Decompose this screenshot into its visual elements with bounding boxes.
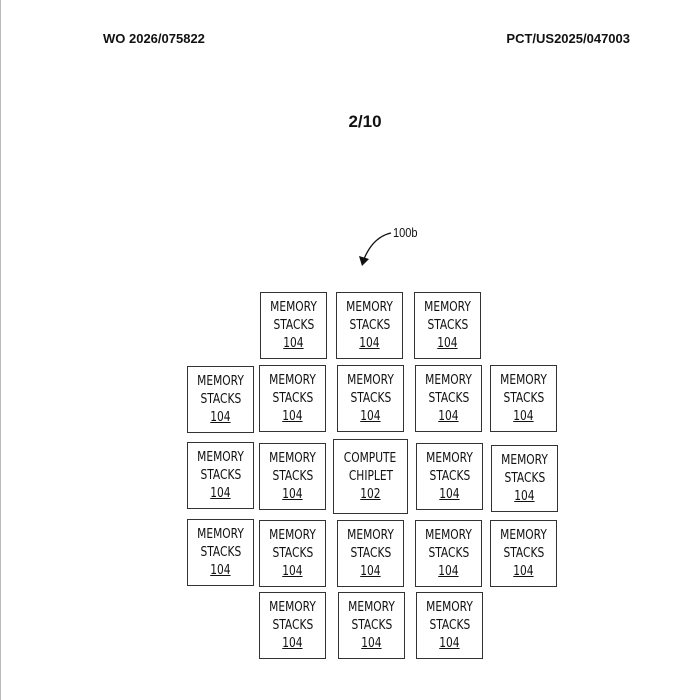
block-label: STACKS — [349, 317, 390, 333]
block-label: STACKS — [200, 544, 241, 560]
block-label: STACKS — [503, 390, 544, 406]
block-label: MEMORY — [500, 372, 547, 388]
block-reference-number: 104 — [438, 563, 459, 579]
block-reference-number: 104 — [513, 563, 534, 579]
block-label: MEMORY — [424, 299, 471, 315]
block-label: STACKS — [272, 617, 313, 633]
block-label: MEMORY — [197, 526, 244, 542]
block-label: MEMORY — [348, 599, 395, 615]
memory-stack-block: MEMORY STACKS 104 — [259, 365, 326, 432]
block-label: MEMORY — [197, 449, 244, 465]
block-label: CHIPLET — [348, 468, 393, 484]
block-label: STACKS — [273, 317, 314, 333]
block-reference-number: 104 — [210, 485, 231, 501]
block-label: MEMORY — [197, 373, 244, 389]
block-label: MEMORY — [269, 599, 316, 615]
block-label: MEMORY — [347, 372, 394, 388]
block-reference-number: 104 — [437, 335, 458, 351]
block-label: STACKS — [200, 467, 241, 483]
block-label: MEMORY — [500, 527, 547, 543]
memory-stack-block: MEMORY STACKS 104 — [414, 292, 481, 359]
memory-stack-block: MEMORY STACKS 104 — [338, 592, 405, 659]
sheet-number: 2/10 — [348, 112, 382, 131]
block-label: MEMORY — [269, 450, 316, 466]
memory-stack-block: MEMORY STACKS 104 — [187, 366, 254, 433]
block-label: MEMORY — [347, 527, 394, 543]
block-label: COMPUTE — [344, 450, 397, 466]
block-reference-number: 104 — [513, 408, 534, 424]
block-label: MEMORY — [269, 372, 316, 388]
block-label: STACKS — [429, 617, 470, 633]
memory-stack-block: MEMORY STACKS 104 — [259, 592, 326, 659]
memory-stack-block: MEMORY STACKS 104 — [260, 292, 327, 359]
memory-stack-block: MEMORY STACKS 104 — [491, 445, 558, 512]
block-label: MEMORY — [501, 452, 548, 468]
block-reference-number: 104 — [210, 562, 231, 578]
block-reference-number: 104 — [438, 408, 459, 424]
memory-stack-block: MEMORY STACKS 104 — [259, 520, 326, 587]
memory-stack-block: MEMORY STACKS 104 — [416, 443, 483, 510]
reference-arrow-icon — [359, 232, 392, 266]
publication-number: WO 2026/075822 — [103, 31, 205, 46]
block-label: STACKS — [272, 545, 313, 561]
block-reference-number: 104 — [210, 409, 231, 425]
block-reference-number: 104 — [282, 635, 303, 651]
block-label: STACKS — [350, 390, 391, 406]
block-label: MEMORY — [269, 527, 316, 543]
memory-stack-block: MEMORY STACKS 104 — [415, 365, 482, 432]
block-reference-number: 104 — [514, 488, 535, 504]
memory-stack-block: MEMORY STACKS 104 — [337, 520, 404, 587]
memory-stack-block: MEMORY STACKS 104 — [187, 442, 254, 509]
block-reference-number: 104 — [360, 408, 381, 424]
memory-stack-block: MEMORY STACKS 104 — [336, 292, 403, 359]
block-label: MEMORY — [270, 299, 317, 315]
block-label: MEMORY — [425, 372, 472, 388]
memory-stack-block: MEMORY STACKS 104 — [337, 365, 404, 432]
block-label: MEMORY — [426, 599, 473, 615]
block-reference-number: 104 — [282, 563, 303, 579]
block-label: STACKS — [504, 470, 545, 486]
block-label: STACKS — [429, 468, 470, 484]
block-reference-number: 104 — [282, 486, 303, 502]
block-label: STACKS — [503, 545, 544, 561]
block-label: STACKS — [351, 617, 392, 633]
figure-reference: 100b — [393, 225, 418, 240]
block-reference-number: 104 — [439, 635, 460, 651]
memory-stack-block: MEMORY STACKS 104 — [187, 519, 254, 586]
block-label: STACKS — [350, 545, 391, 561]
page-edge — [0, 0, 1, 700]
memory-stack-block: MEMORY STACKS 104 — [490, 365, 557, 432]
block-reference-number: 104 — [283, 335, 304, 351]
memory-stack-block: MEMORY STACKS 104 — [259, 443, 326, 510]
memory-stack-block: MEMORY STACKS 104 — [490, 520, 557, 587]
block-label: STACKS — [200, 391, 241, 407]
block-label: STACKS — [428, 545, 469, 561]
block-reference-number: 104 — [439, 486, 460, 502]
compute-chiplet-block: COMPUTE CHIPLET 102 — [333, 439, 408, 514]
block-reference-number: 104 — [282, 408, 303, 424]
block-label: STACKS — [427, 317, 468, 333]
block-reference-number: 104 — [360, 563, 381, 579]
memory-stack-block: MEMORY STACKS 104 — [415, 520, 482, 587]
block-label: STACKS — [428, 390, 469, 406]
block-label: STACKS — [272, 390, 313, 406]
block-reference-number: 104 — [359, 335, 380, 351]
block-label: MEMORY — [346, 299, 393, 315]
block-label: MEMORY — [426, 450, 473, 466]
application-number: PCT/US2025/047003 — [506, 31, 630, 46]
block-label: STACKS — [272, 468, 313, 484]
block-reference-number: 102 — [360, 486, 381, 502]
memory-stack-block: MEMORY STACKS 104 — [416, 592, 483, 659]
block-reference-number: 104 — [361, 635, 382, 651]
block-label: MEMORY — [425, 527, 472, 543]
